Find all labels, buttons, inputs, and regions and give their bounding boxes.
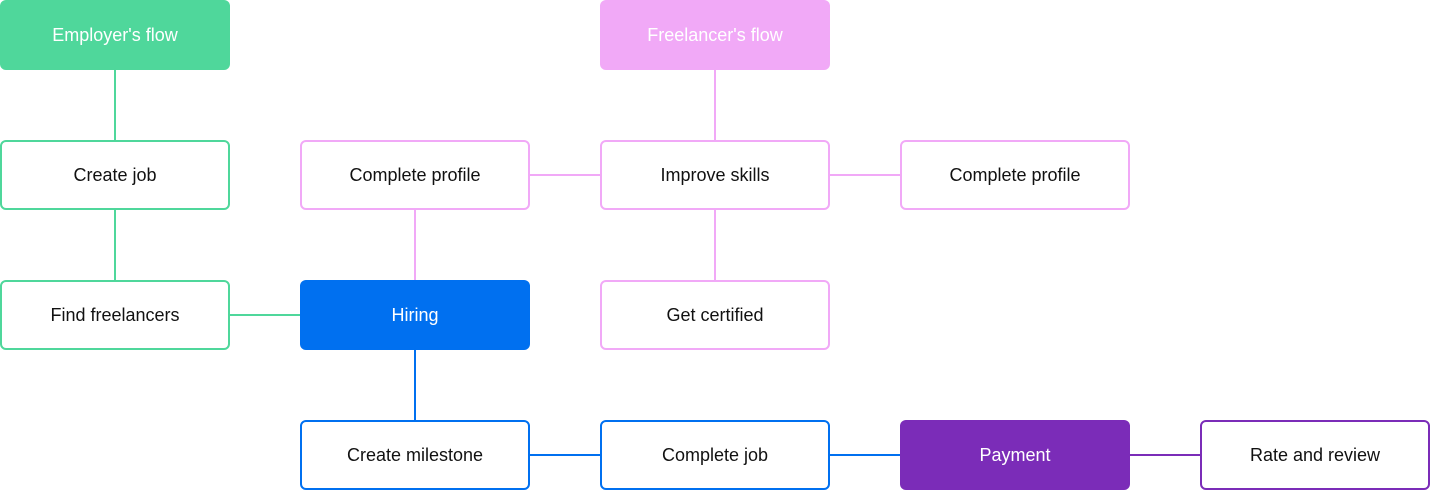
find-freelancers-node: Find freelancers (0, 280, 230, 350)
hiring-node: Hiring (300, 280, 530, 350)
complete-profile-node-right: Complete profile (900, 140, 1130, 210)
rate-and-review-node: Rate and review (1200, 420, 1430, 490)
create-milestone-node: Create milestone (300, 420, 530, 490)
freelancer-flow-header: Freelancer's flow (600, 0, 830, 70)
complete-job-node: Complete job (600, 420, 830, 490)
get-certified-node: Get certified (600, 280, 830, 350)
improve-skills-node: Improve skills (600, 140, 830, 210)
complete-profile-node-left: Complete profile (300, 140, 530, 210)
payment-node: Payment (900, 420, 1130, 490)
employer-flow-header: Employer's flow (0, 0, 230, 70)
create-job-node: Create job (0, 140, 230, 210)
